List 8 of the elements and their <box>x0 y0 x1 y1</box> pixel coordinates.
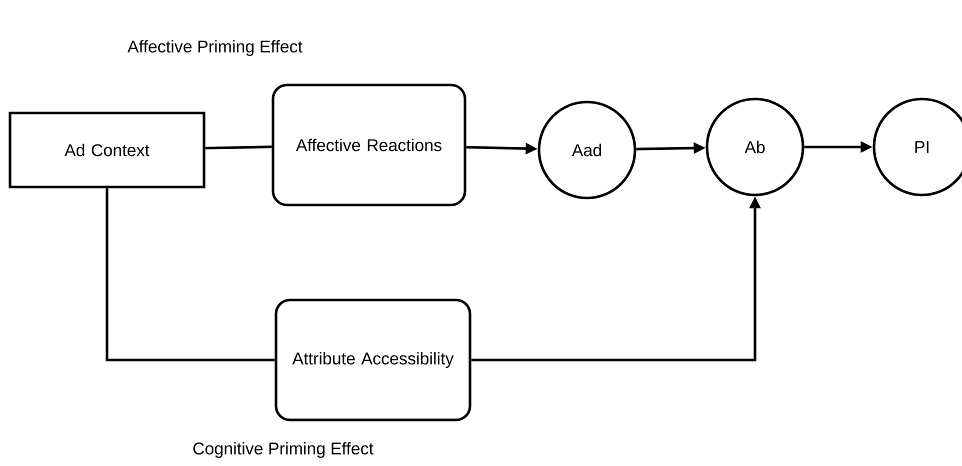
connector <box>106 188 275 362</box>
process-box: Ad Context <box>8 112 206 188</box>
caption-text: Cognitive Priming Effect <box>193 442 374 458</box>
circle-node: Ab <box>706 98 804 196</box>
circle-node: Aad <box>538 100 636 200</box>
rounded-box: Affective Reactions <box>272 84 466 206</box>
caption-text: Affective Priming Effect <box>127 40 302 56</box>
rounded-box: Attribute Accessibility <box>274 298 472 422</box>
